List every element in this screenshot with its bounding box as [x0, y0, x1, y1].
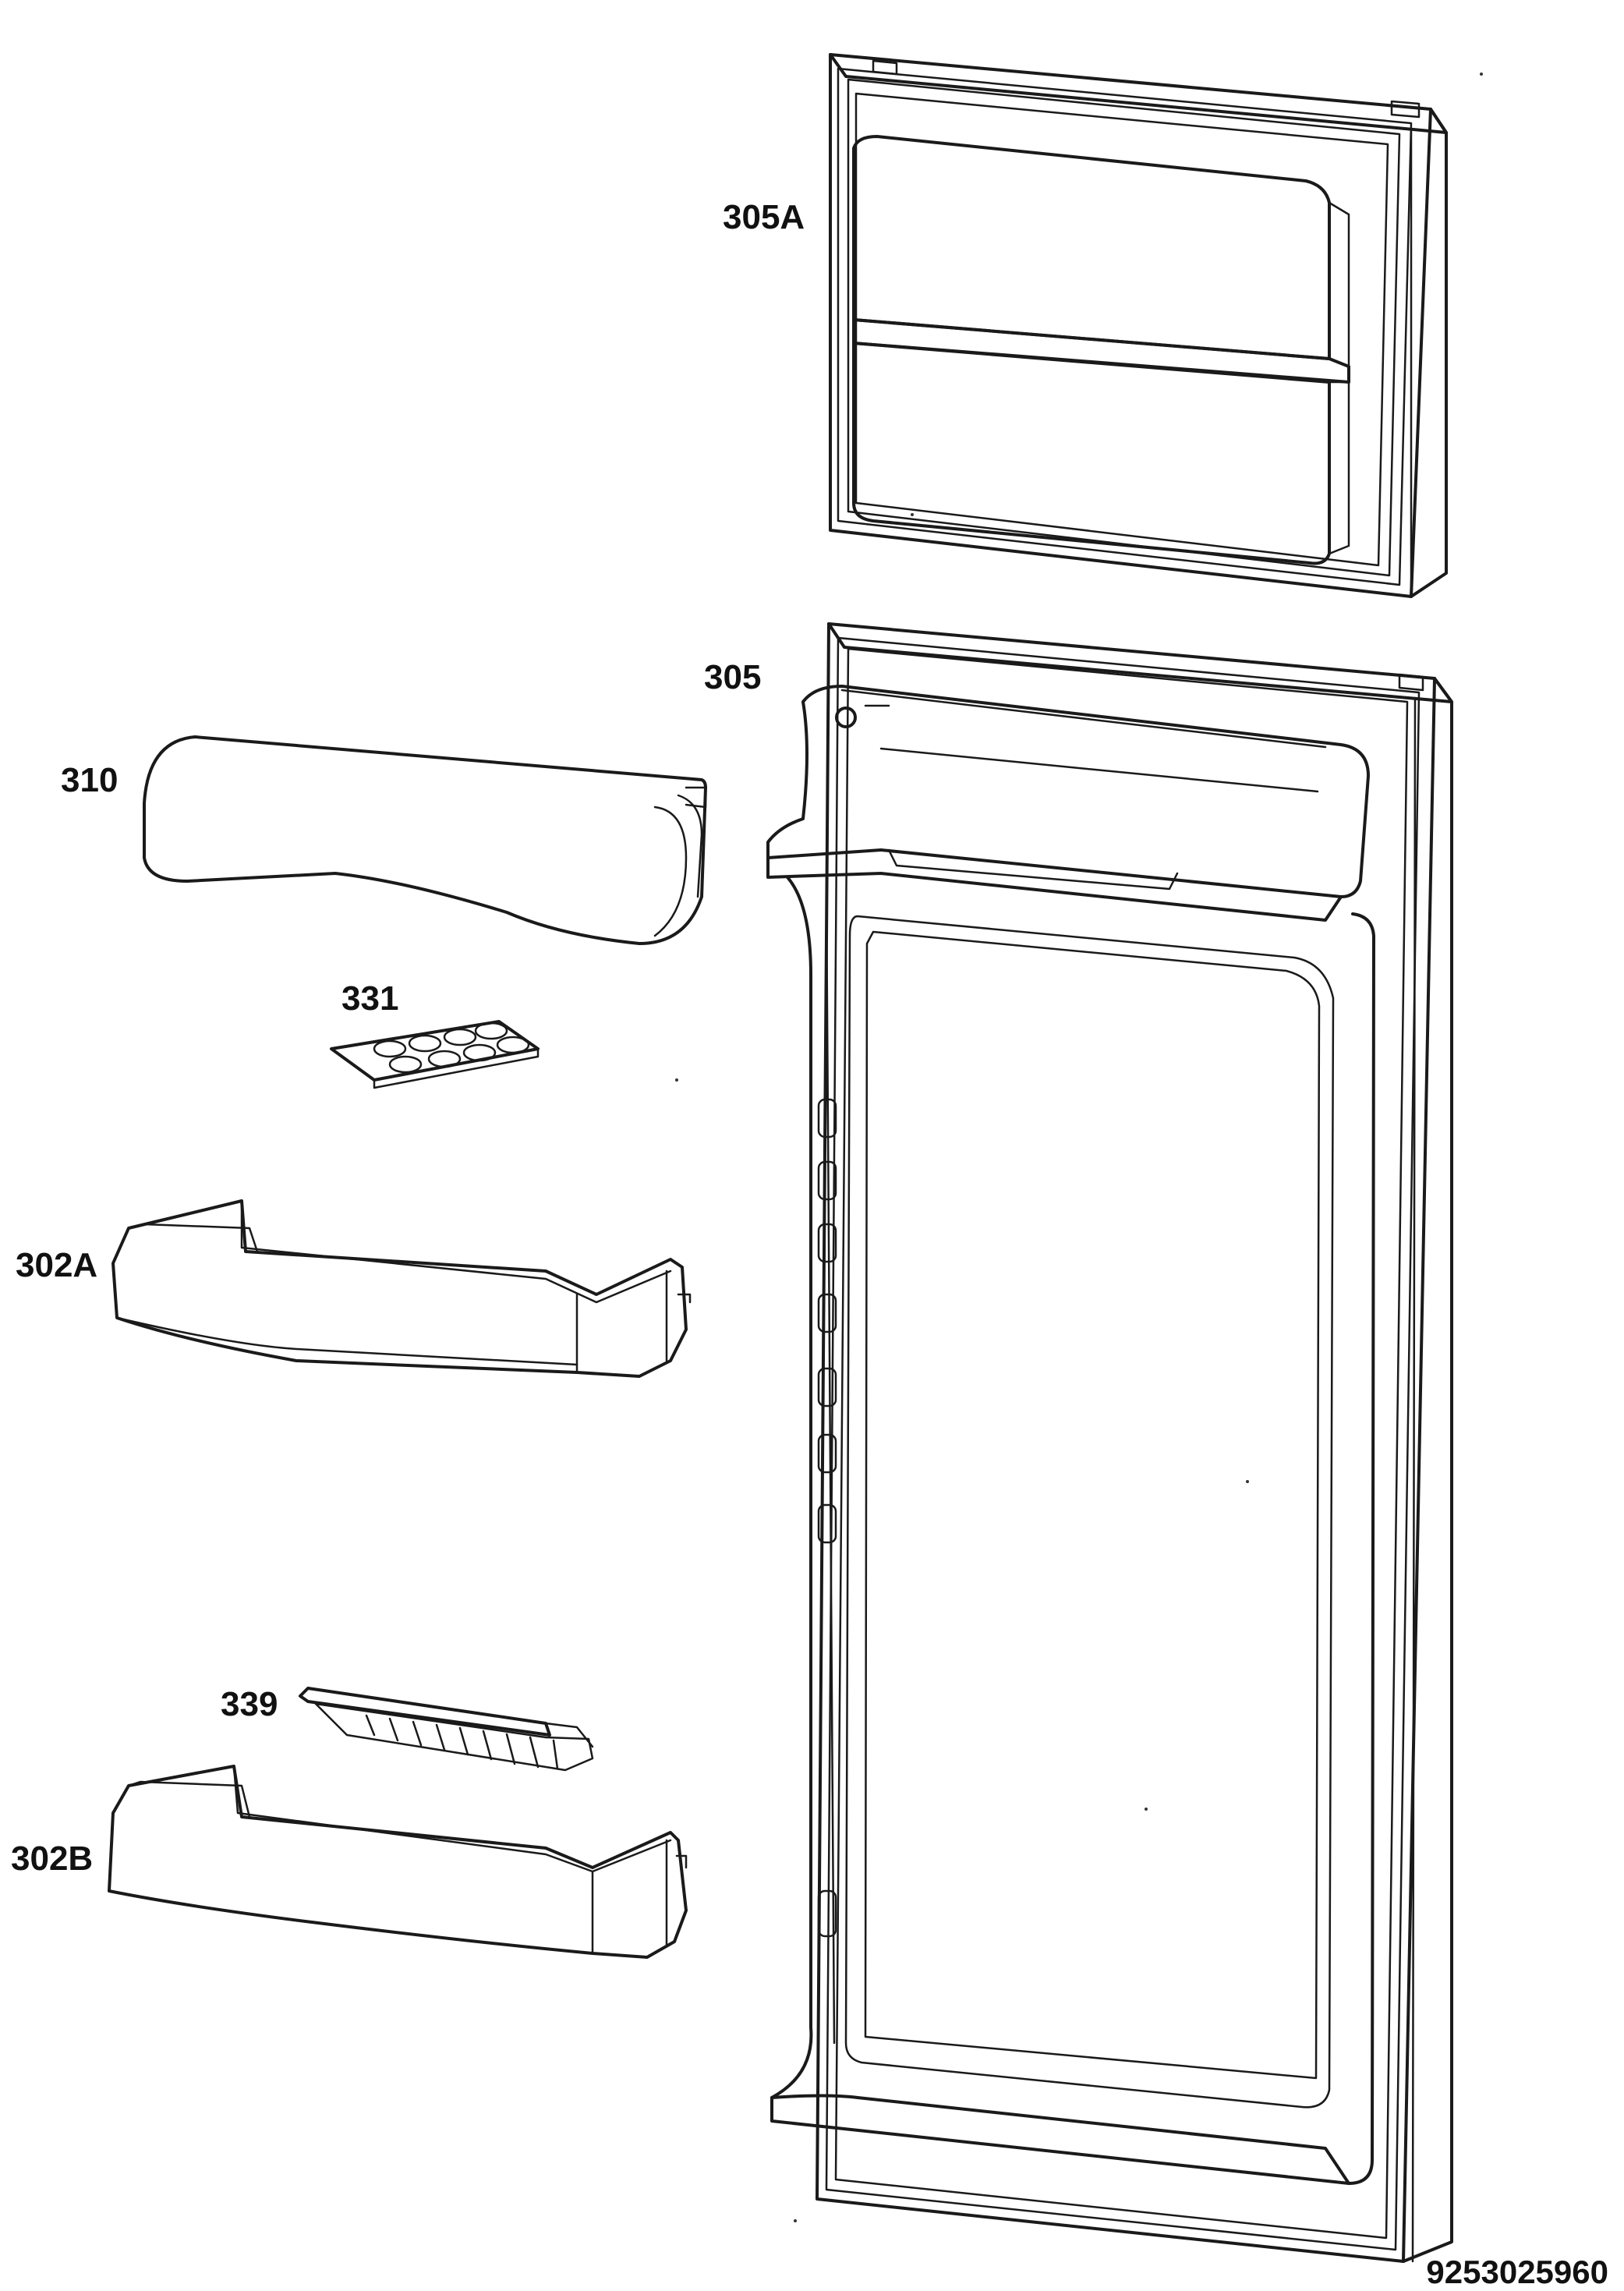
egg-tray-331 — [330, 1020, 540, 1089]
bottle-retainer-339 — [299, 1687, 594, 1772]
label-339: 339 — [221, 1685, 278, 1723]
document-number: 9253025960 — [1426, 2254, 1608, 2290]
label-302B: 302B — [11, 1840, 93, 1878]
butter-compartment-310 — [143, 735, 707, 945]
label-305A: 305A — [723, 198, 805, 236]
label-331: 331 — [341, 979, 398, 1018]
label-302A: 302A — [16, 1246, 97, 1284]
lower-door-shelf-302B — [108, 1765, 688, 1959]
label-310: 310 — [61, 761, 118, 799]
upper-door-shelf-302A — [111, 1199, 692, 1378]
freezer-door-305A — [829, 53, 1448, 598]
label-305: 305 — [704, 658, 761, 696]
fridge-door-305 — [766, 622, 1453, 2263]
